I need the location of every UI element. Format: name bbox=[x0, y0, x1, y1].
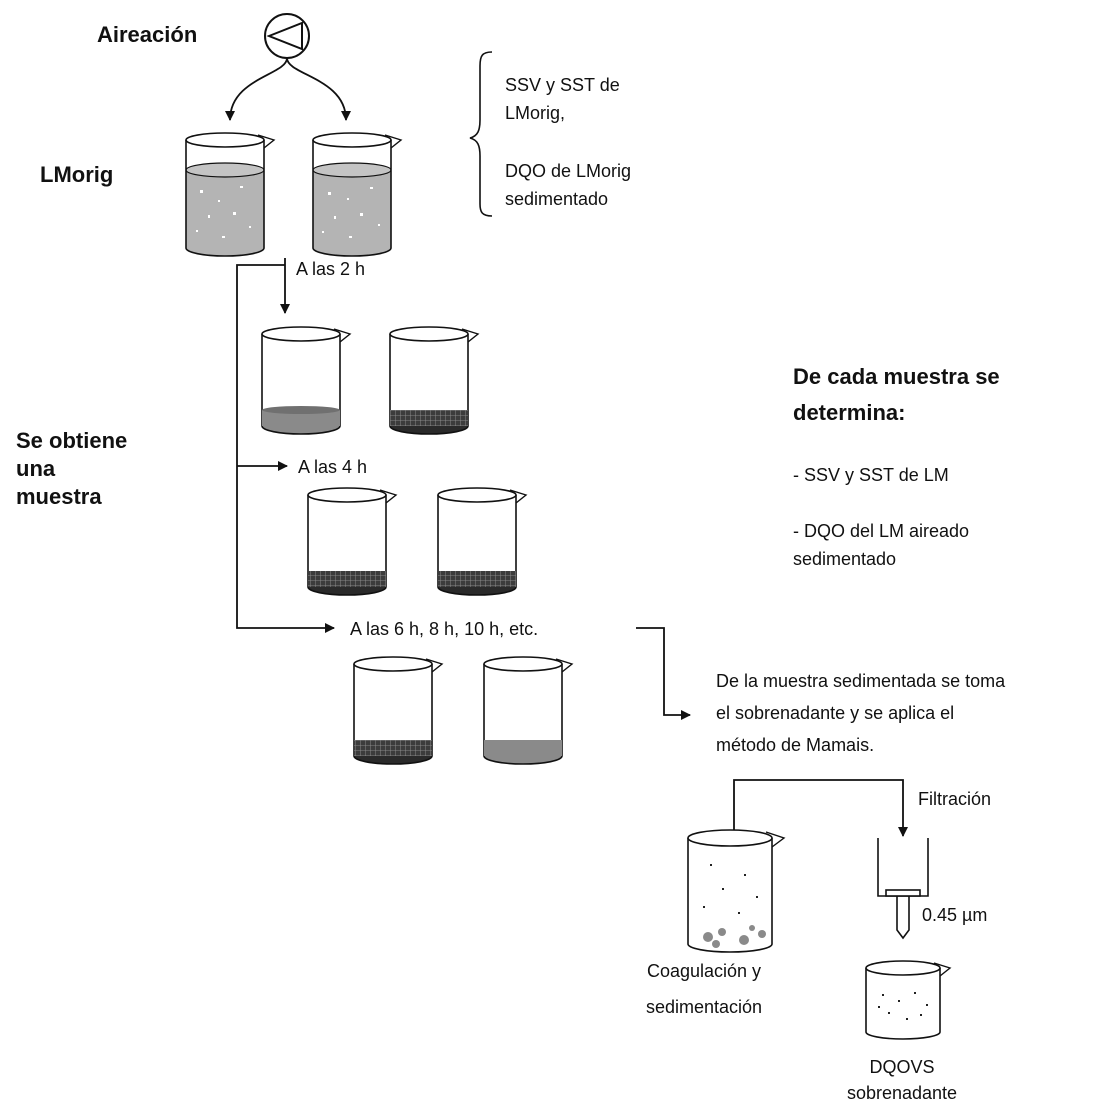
beaker-2h-1 bbox=[261, 326, 352, 435]
time-2h-label: A las 2 h bbox=[296, 259, 366, 279]
filter-funnel-icon bbox=[877, 838, 929, 940]
beaker-coagulation bbox=[687, 829, 786, 953]
brace-text-3: DQO de LMorig bbox=[505, 161, 632, 181]
sobrenadante-text-3: método de Mamais. bbox=[716, 735, 875, 755]
determina-heading-2: determina: bbox=[793, 400, 906, 425]
beaker-6h-1 bbox=[353, 656, 444, 765]
determina-heading-1: De cada muestra se bbox=[793, 364, 1000, 389]
pump-icon bbox=[264, 13, 310, 59]
sobrenadante-text-2: el sobrenadante y se aplica el bbox=[716, 703, 955, 723]
brace-text-1: SSV y SST de bbox=[505, 75, 620, 95]
brace-text-2: LMorig, bbox=[505, 103, 566, 123]
beaker-6h-2 bbox=[483, 656, 574, 765]
mamais-connector bbox=[733, 779, 908, 837]
beaker-lmorig-1 bbox=[185, 132, 276, 257]
determina-item-2-cont: sedimentado bbox=[793, 549, 897, 569]
pore-size-label: 0.45 µm bbox=[922, 905, 988, 925]
beaker-lmorig-2 bbox=[312, 132, 403, 257]
curly-brace bbox=[469, 51, 493, 217]
sobrenadante-text-1: De la muestra sedimentada se toma bbox=[716, 671, 1006, 691]
beaker-2h-2 bbox=[389, 326, 480, 435]
se-obtiene-line-3: muestra bbox=[16, 484, 102, 509]
aeration-label: Aireación bbox=[97, 22, 198, 47]
dqovs-label-1: DQOVS bbox=[869, 1057, 935, 1077]
beaker-dqovs bbox=[865, 960, 952, 1040]
time-6h-label: A las 6 h, 8 h, 10 h, etc. bbox=[350, 619, 539, 639]
lmorig-label: LMorig bbox=[40, 162, 114, 187]
coagulation-label-2: sedimentación bbox=[645, 997, 763, 1017]
filtracion-label: Filtración bbox=[918, 789, 992, 809]
aeration-lines bbox=[225, 57, 351, 121]
beaker-4h-2 bbox=[437, 487, 528, 596]
time-4h-label: A las 4 h bbox=[298, 457, 368, 477]
se-obtiene-line-1: Se obtiene bbox=[16, 428, 128, 453]
beaker-4h-1 bbox=[307, 487, 398, 596]
timeline-connector bbox=[236, 258, 691, 720]
determina-item-1: - SSV y SST de LM bbox=[793, 465, 949, 485]
brace-text-4: sedimentado bbox=[505, 189, 609, 209]
determina-item-2: - DQO del LM aireado bbox=[793, 521, 970, 541]
coagulation-label-1: Coagulación y bbox=[646, 961, 762, 981]
se-obtiene-line-2: una bbox=[16, 456, 56, 481]
dqovs-label-2: sobrenadante bbox=[846, 1083, 958, 1103]
